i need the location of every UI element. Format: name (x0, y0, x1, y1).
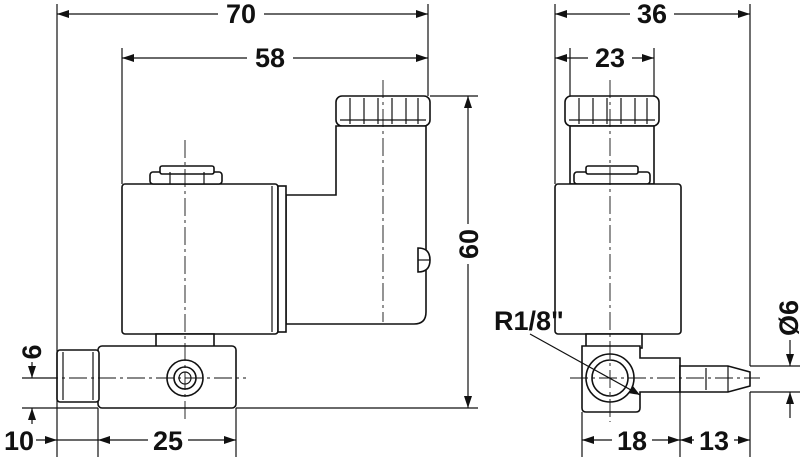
dimension-lines (22, 4, 800, 457)
coil-housing (121, 183, 279, 335)
dim-side-body: 18 (617, 426, 647, 456)
hose-barb (679, 365, 751, 393)
side-view (554, 80, 760, 422)
dim-hose-length: 13 (699, 426, 729, 456)
thread-lines (62, 352, 94, 400)
dim-hose-diameter: Ø6 (774, 300, 800, 336)
dim-coil-width: 58 (255, 43, 285, 73)
coil-flange (277, 185, 287, 333)
side-coil (554, 183, 682, 335)
dim-overall-width: 70 (226, 0, 256, 29)
connector-plug (285, 125, 427, 325)
dim-thread-offset-horizontal: 10 (4, 426, 34, 456)
front-view (40, 80, 431, 420)
dim-thread-offset-vertical: 6 (17, 344, 47, 359)
dim-port-spacing: 25 (153, 426, 183, 456)
dim-side-width: 36 (637, 0, 667, 29)
dimension-labels: 70 58 60 36 23 R1/8" 6 10 25 18 13 Ø6 (4, 0, 800, 456)
dim-height: 60 (454, 229, 484, 259)
thread-label: R1/8" (494, 306, 564, 336)
dim-coil-depth: 23 (595, 43, 625, 73)
